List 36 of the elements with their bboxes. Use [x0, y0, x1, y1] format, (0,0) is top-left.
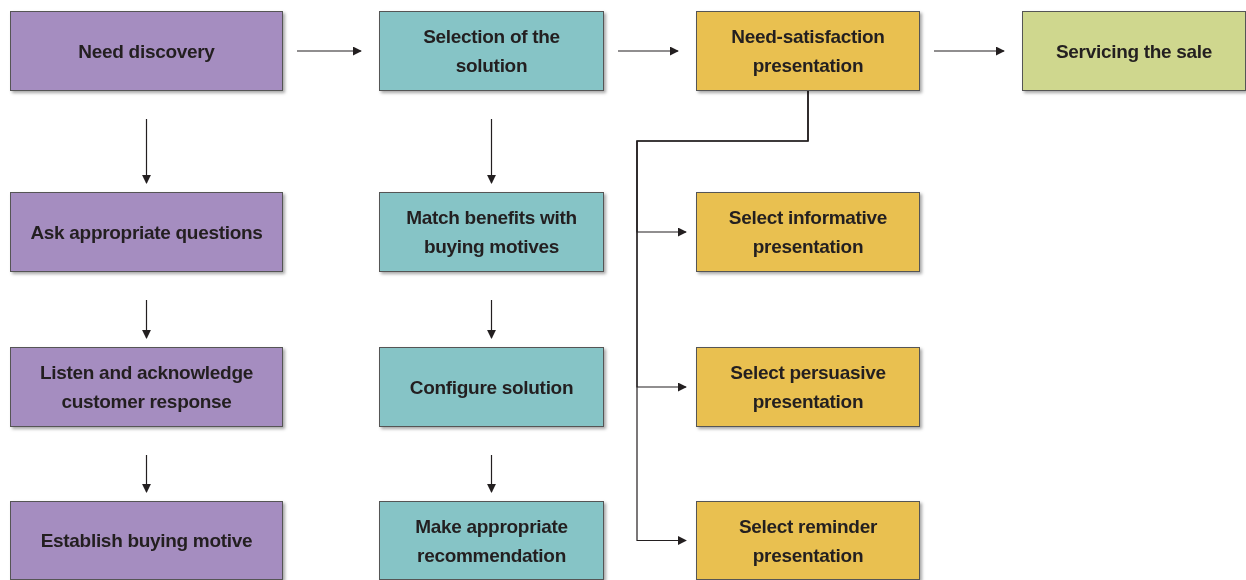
box-label: Select persuasive presentation	[729, 361, 887, 414]
process-box	[379, 501, 604, 580]
arrow	[142, 454, 151, 493]
process-box	[10, 11, 283, 91]
box-label: Need discovery	[78, 39, 215, 64]
process-box	[379, 11, 604, 91]
arrow	[296, 46, 362, 56]
process-box	[696, 501, 920, 580]
process-box	[10, 501, 283, 580]
process-box	[1022, 11, 1246, 91]
box-label: Match benefits with buying motives	[405, 206, 578, 259]
process-box	[379, 347, 604, 427]
arrow	[487, 454, 496, 493]
box-label: Select reminder presentation	[737, 514, 879, 568]
box-label: Need-satisfaction presentation	[730, 25, 886, 78]
process-box	[379, 192, 604, 272]
box-label: Establish buying motive	[40, 529, 253, 553]
process-box	[696, 11, 920, 91]
box-label: Listen and acknowledge customer response	[39, 361, 254, 414]
process-box	[10, 192, 283, 272]
arrow	[142, 299, 151, 339]
box-label: Make appropriate recommendation	[414, 514, 569, 568]
box-label: Configure solution	[409, 375, 574, 400]
arrow	[142, 118, 151, 184]
arrow	[487, 118, 496, 184]
box-label: Selection of the solution	[422, 25, 561, 78]
process-box	[696, 347, 920, 427]
box-label: Ask appropriate questions	[30, 220, 263, 245]
arrow	[617, 46, 679, 56]
box-label: Servicing the sale	[1055, 39, 1213, 64]
arrow	[636, 90, 809, 545]
arrow	[487, 299, 496, 339]
process-box	[696, 192, 920, 272]
process-box	[10, 347, 283, 427]
arrow	[933, 46, 1005, 56]
box-label: Select informative presentation	[727, 206, 889, 259]
